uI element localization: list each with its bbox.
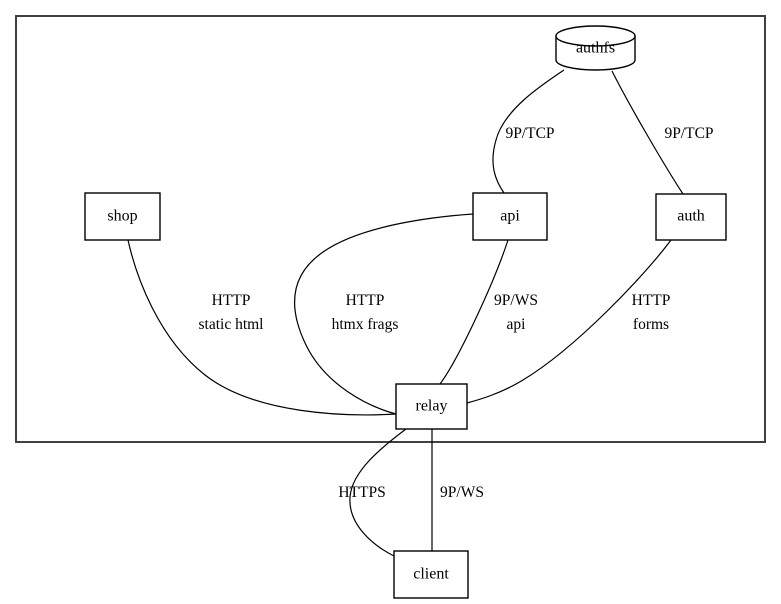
edge-label-shop-relay-line1: HTTP	[212, 292, 251, 309]
edge-label-api-relay-http-line2: htmx frags	[332, 316, 399, 333]
node-api[interactable]: api	[472, 192, 548, 241]
cluster-server-boundary	[15, 15, 766, 443]
node-client[interactable]: client	[393, 550, 469, 599]
edge-api-relay-http	[294, 213, 474, 415]
edge-relay-client-https	[349, 428, 407, 557]
authfs-cylinder-top	[555, 25, 636, 47]
node-label-authfs: authfs	[576, 40, 615, 57]
edge-label-auth-relay-line2: forms	[633, 316, 669, 333]
node-shop[interactable]: shop	[84, 192, 161, 241]
edge-label-api-relay-9pws-line1: 9P/WS	[494, 292, 538, 309]
edge-authfs-auth	[611, 70, 684, 195]
edge-label-authfs-api: 9P/TCP	[505, 125, 554, 142]
edge-label-relay-client-https: HTTPS	[338, 484, 385, 501]
nodes-layer: authfs shop api auth relay	[84, 25, 727, 599]
relay-box	[395, 383, 468, 430]
edge-api-relay-9pws	[439, 239, 509, 385]
api-box	[472, 192, 548, 241]
node-label-shop: shop	[107, 208, 137, 225]
edge-labels-layer: 9P/TCP 9P/TCP HTTP static html HTTP htmx…	[198, 125, 713, 501]
shop-box	[84, 192, 161, 241]
node-label-api: api	[500, 208, 520, 225]
node-label-auth: auth	[677, 208, 705, 225]
node-label-relay: relay	[416, 398, 448, 415]
node-authfs[interactable]: authfs	[555, 25, 636, 71]
edge-shop-relay	[127, 239, 397, 416]
edge-auth-relay	[466, 239, 672, 404]
node-relay[interactable]: relay	[395, 383, 468, 430]
edge-label-auth-relay-line1: HTTP	[632, 292, 671, 309]
client-box	[393, 550, 469, 599]
edges-layer	[127, 69, 684, 557]
edge-label-api-relay-http-line1: HTTP	[346, 292, 385, 309]
edge-label-api-relay-9pws-line2: api	[507, 316, 527, 333]
node-auth[interactable]: auth	[655, 193, 727, 241]
auth-box	[655, 193, 727, 241]
edge-label-relay-client-9pws: 9P/WS	[440, 484, 484, 501]
edge-label-authfs-auth: 9P/TCP	[664, 125, 713, 142]
node-label-client: client	[413, 566, 449, 583]
edge-label-shop-relay-line2: static html	[198, 316, 263, 333]
edge-authfs-api	[492, 69, 565, 194]
